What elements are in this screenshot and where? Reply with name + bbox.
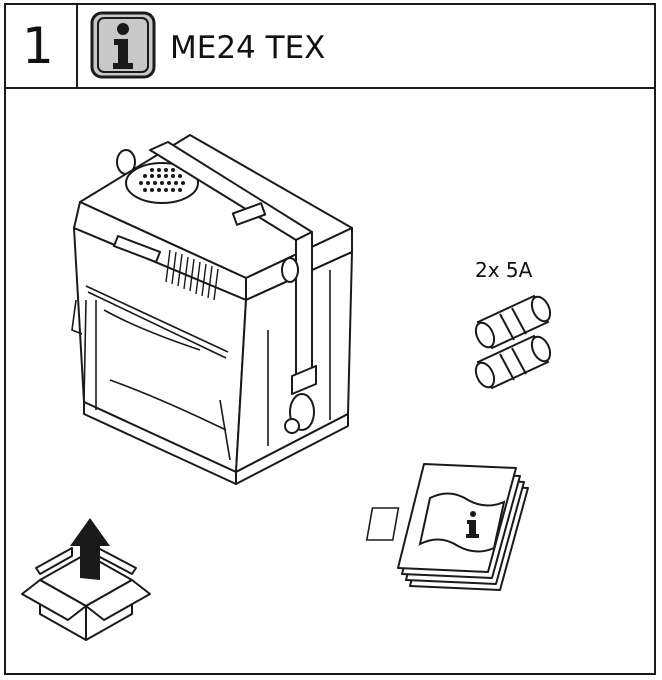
page-frame <box>4 3 656 675</box>
fuse-icon <box>474 294 552 350</box>
product-title: ME24 TEX <box>170 30 326 66</box>
step-number: 1 <box>22 17 54 75</box>
title-cell: ME24 TEX <box>78 3 656 89</box>
fuse-quantity-label: 2x 5A <box>475 258 533 282</box>
info-icon <box>90 11 156 79</box>
fuse-icon <box>474 334 552 390</box>
info-icon <box>365 492 506 553</box>
step-number-cell: 1 <box>4 3 78 89</box>
